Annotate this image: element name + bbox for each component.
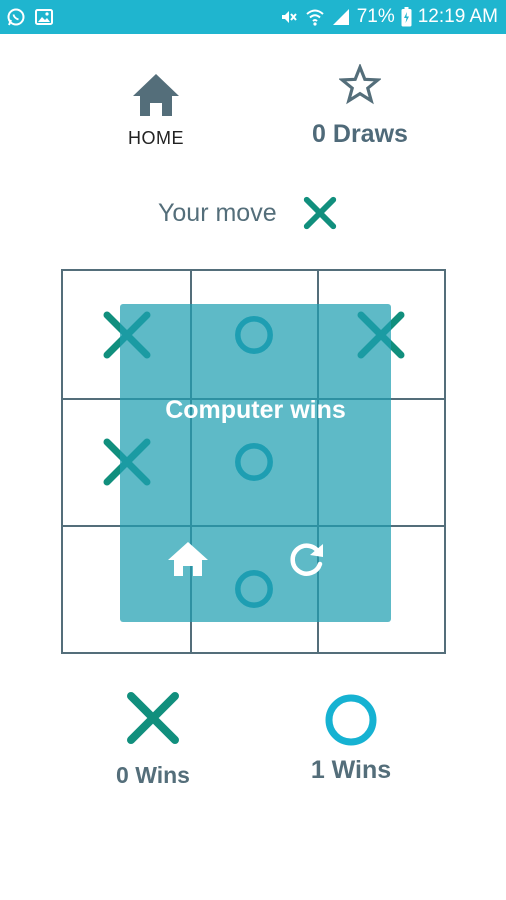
home-icon <box>133 74 179 116</box>
turn-indicator: Your move <box>158 191 339 235</box>
status-bar: 71% 12:19 AM <box>0 0 506 34</box>
x-wins: 0 Wins <box>116 762 190 788</box>
draws-counter: 0 Draws <box>290 64 430 149</box>
battery-percent: 71% <box>356 6 395 27</box>
x-score: 0 Wins <box>100 688 206 789</box>
home-icon[interactable] <box>166 540 210 578</box>
o-score: 1 Wins <box>296 692 406 785</box>
wifi-icon <box>306 9 324 26</box>
restart-icon[interactable] <box>286 538 328 580</box>
result-message: Computer wins <box>165 396 346 424</box>
mute-icon <box>281 11 297 23</box>
image-icon <box>35 9 53 25</box>
battery-icon <box>401 7 412 27</box>
result-overlay: Computer wins <box>120 304 391 622</box>
home-label: HOME <box>128 128 184 148</box>
draws-count: 0 Draws <box>312 120 408 148</box>
whatsapp-icon <box>7 8 25 26</box>
x-mark-icon <box>303 196 336 230</box>
clock: 12:19 AM <box>417 6 498 27</box>
signal-icon <box>332 9 349 25</box>
turn-label: Your move <box>158 198 277 227</box>
x-mark-icon <box>127 692 179 744</box>
o-wins: 1 Wins <box>310 756 392 784</box>
game-board: Computer wins <box>61 269 446 654</box>
star-icon <box>339 64 381 105</box>
o-mark-icon <box>325 694 377 746</box>
home-button[interactable]: HOME <box>110 72 202 149</box>
